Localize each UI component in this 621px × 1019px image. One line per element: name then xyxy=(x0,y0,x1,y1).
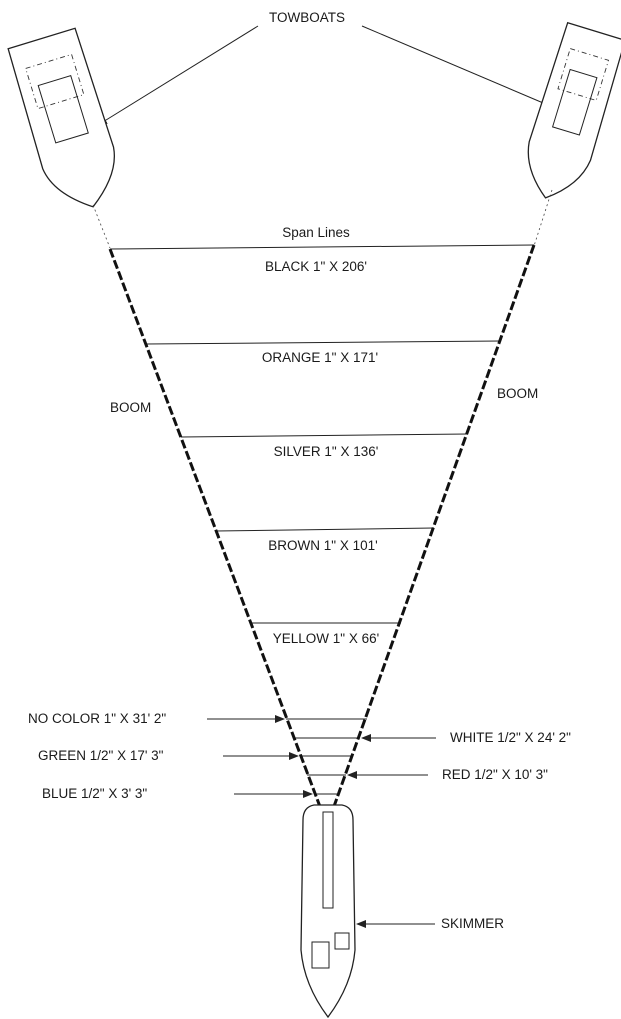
towboats-arrow-right xyxy=(361,25,556,109)
span-label-green: GREEN 1/2" X 17' 3" xyxy=(38,748,164,763)
span-line xyxy=(109,244,535,250)
skimmer-label: SKIMMER xyxy=(441,916,504,931)
skimmer xyxy=(300,804,356,1019)
span-label-blue: BLUE 1/2" X 3' 3" xyxy=(42,786,147,801)
span-lines-label: Span Lines xyxy=(282,225,350,240)
towboats-label: TOWBOATS xyxy=(269,10,345,25)
boom-left xyxy=(108,248,324,813)
span-label-white: WHITE 1/2" X 24' 2" xyxy=(450,730,571,745)
right-towboat xyxy=(527,21,621,199)
span-label-brown: BROWN 1" X 101' xyxy=(268,538,377,553)
span-line xyxy=(215,527,435,532)
towboats-arrow-left xyxy=(97,25,259,126)
boom-right xyxy=(330,244,536,813)
span-label-orange: ORANGE 1" X 171' xyxy=(262,350,378,365)
span-label-yellow: YELLOW 1" X 66' xyxy=(273,631,379,646)
boom-right-label: BOOM xyxy=(497,386,538,401)
span-label-no-color: NO COLOR 1" X 31' 2" xyxy=(28,711,166,726)
span-line xyxy=(145,340,502,345)
span-line xyxy=(180,433,469,438)
span-label-silver: SILVER 1" X 136' xyxy=(274,444,379,459)
boom-left-label: BOOM xyxy=(110,400,151,415)
tow-line-left xyxy=(92,204,111,249)
tow-line-right xyxy=(533,189,553,247)
span-label-black: BLACK 1" X 206' xyxy=(265,259,367,274)
left-towboat xyxy=(7,27,115,208)
span-label-red: RED 1/2" X 10' 3" xyxy=(442,767,548,782)
